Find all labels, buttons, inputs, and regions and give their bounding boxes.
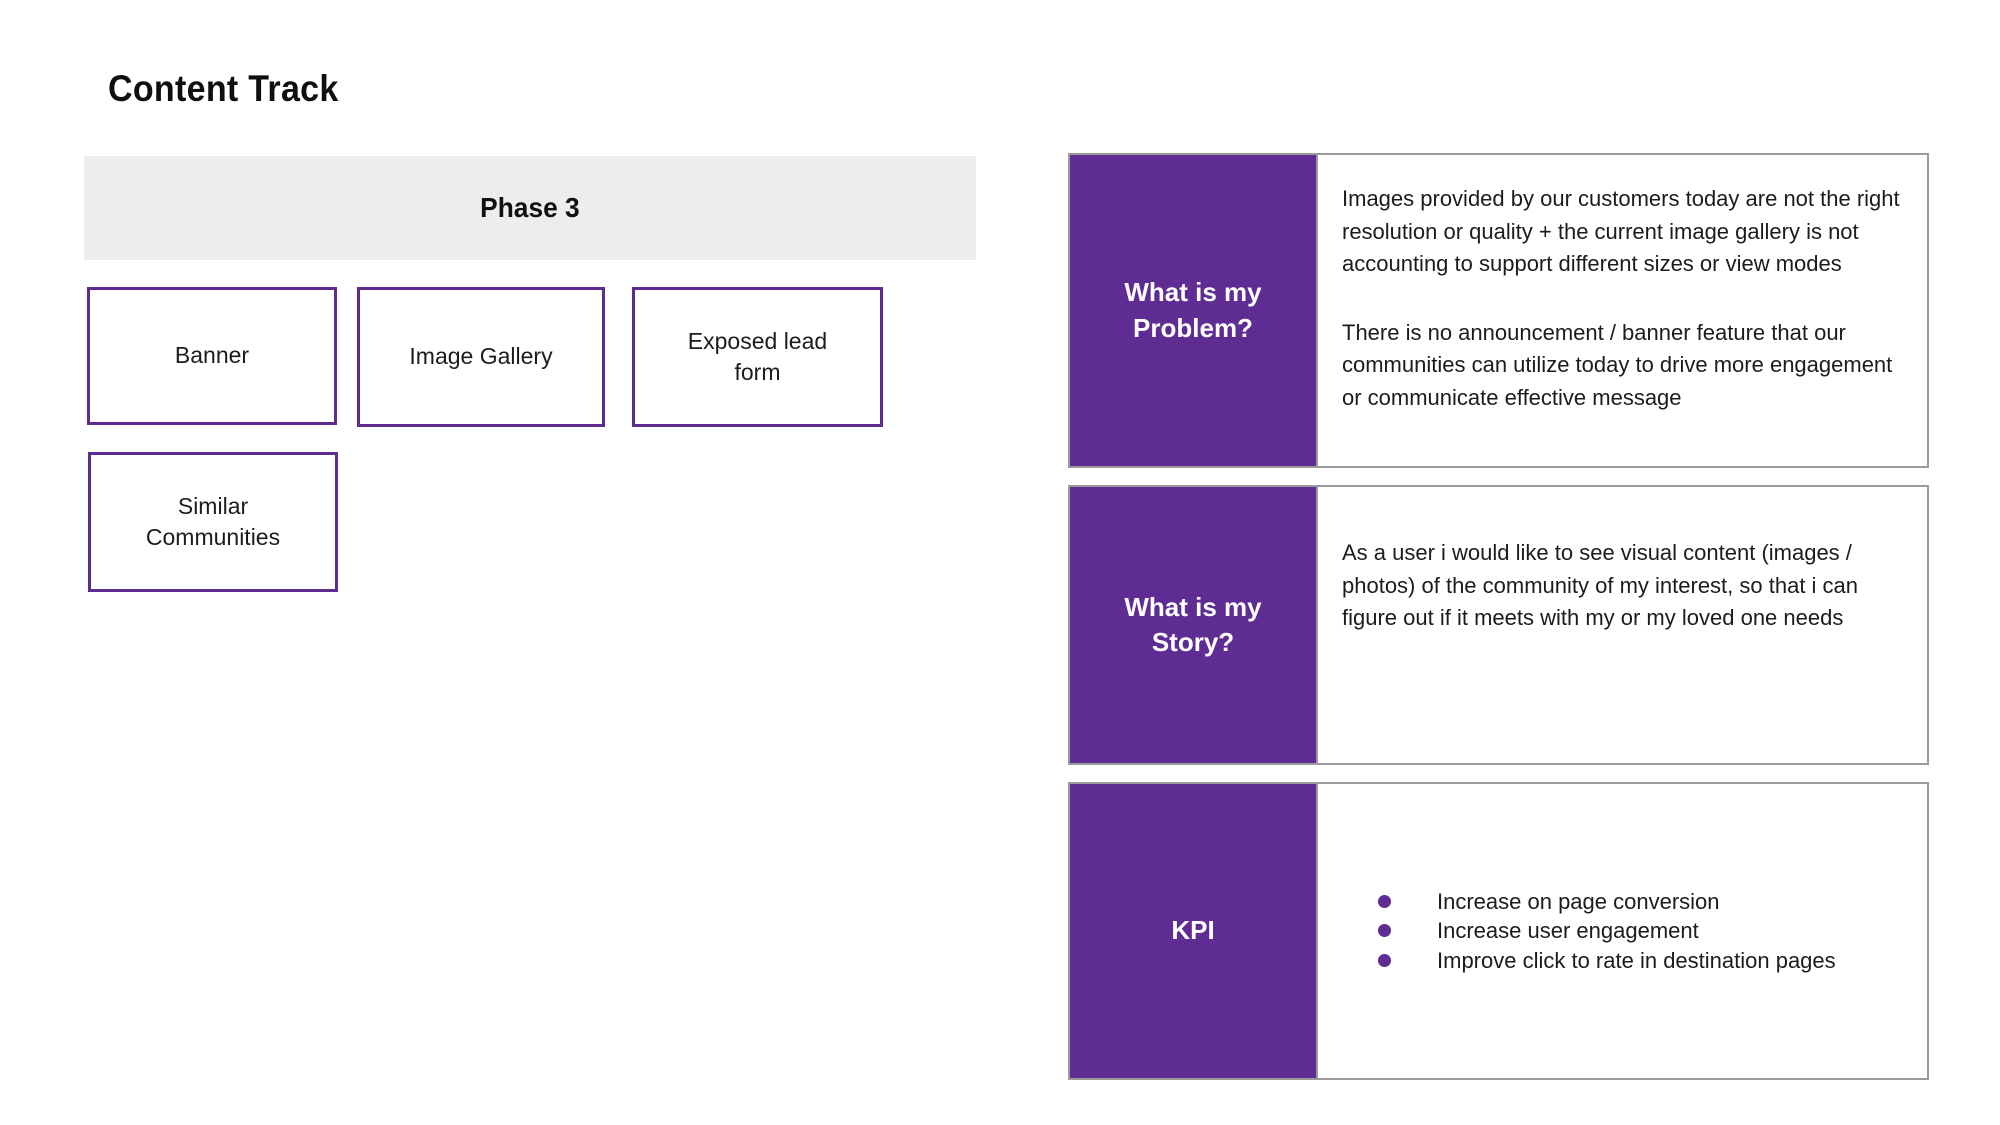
- row-label-problem: What is my Problem?: [1070, 155, 1318, 466]
- bullet-icon: [1378, 924, 1391, 938]
- feature-box-label: Banner: [174, 342, 250, 369]
- row-content-problem: Images provided by our customers today a…: [1318, 155, 1927, 466]
- kpi-item-text: Increase on page conversion: [1437, 889, 1720, 915]
- feature-box-label: Exposed lead form: [687, 327, 828, 385]
- kpi-list-item: Increase on page conversion: [1342, 887, 1905, 916]
- bullet-icon: [1378, 953, 1391, 967]
- row-label-story: What is my Story?: [1070, 487, 1318, 763]
- row-content-kpi: Increase on page conversion Increase use…: [1318, 784, 1927, 1078]
- kpi-item-text: Improve click to rate in destination pag…: [1437, 947, 1836, 973]
- feature-box-similar-communities: Similar Communities: [88, 452, 338, 592]
- kpi-item-text: Increase user engagement: [1437, 918, 1699, 944]
- problem-paragraph: Images provided by our customers today a…: [1342, 186, 1900, 277]
- row-content-story: As a user i would like to see visual con…: [1318, 487, 1927, 763]
- feature-box-label: Similar Communities: [145, 492, 281, 550]
- feature-box-exposed-lead-form: Exposed lead form: [632, 287, 883, 427]
- info-row-problem: What is my Problem? Images provided by o…: [1068, 153, 1929, 468]
- info-row-kpi: KPI Increase on page conversion Increase…: [1068, 782, 1929, 1080]
- feature-box-label: Image Gallery: [409, 343, 553, 370]
- story-paragraph: As a user i would like to see visual con…: [1342, 540, 1859, 631]
- bullet-icon: [1378, 895, 1391, 909]
- feature-box-image-gallery: Image Gallery: [357, 287, 605, 427]
- problem-paragraph: There is no announcement / banner featur…: [1342, 319, 1893, 410]
- feature-box-banner: Banner: [87, 287, 337, 425]
- page-title: Content Track: [108, 68, 339, 109]
- kpi-list-item: Improve click to rate in destination pag…: [1342, 946, 1905, 975]
- info-row-story: What is my Story? As a user i would like…: [1068, 485, 1929, 765]
- row-label-kpi: KPI: [1070, 784, 1318, 1078]
- phase-header-label: Phase 3: [480, 192, 580, 223]
- kpi-list-item: Increase user engagement: [1342, 916, 1905, 945]
- phase-header-bar: Phase 3: [84, 156, 976, 260]
- kpi-list: Increase on page conversion Increase use…: [1342, 887, 1905, 974]
